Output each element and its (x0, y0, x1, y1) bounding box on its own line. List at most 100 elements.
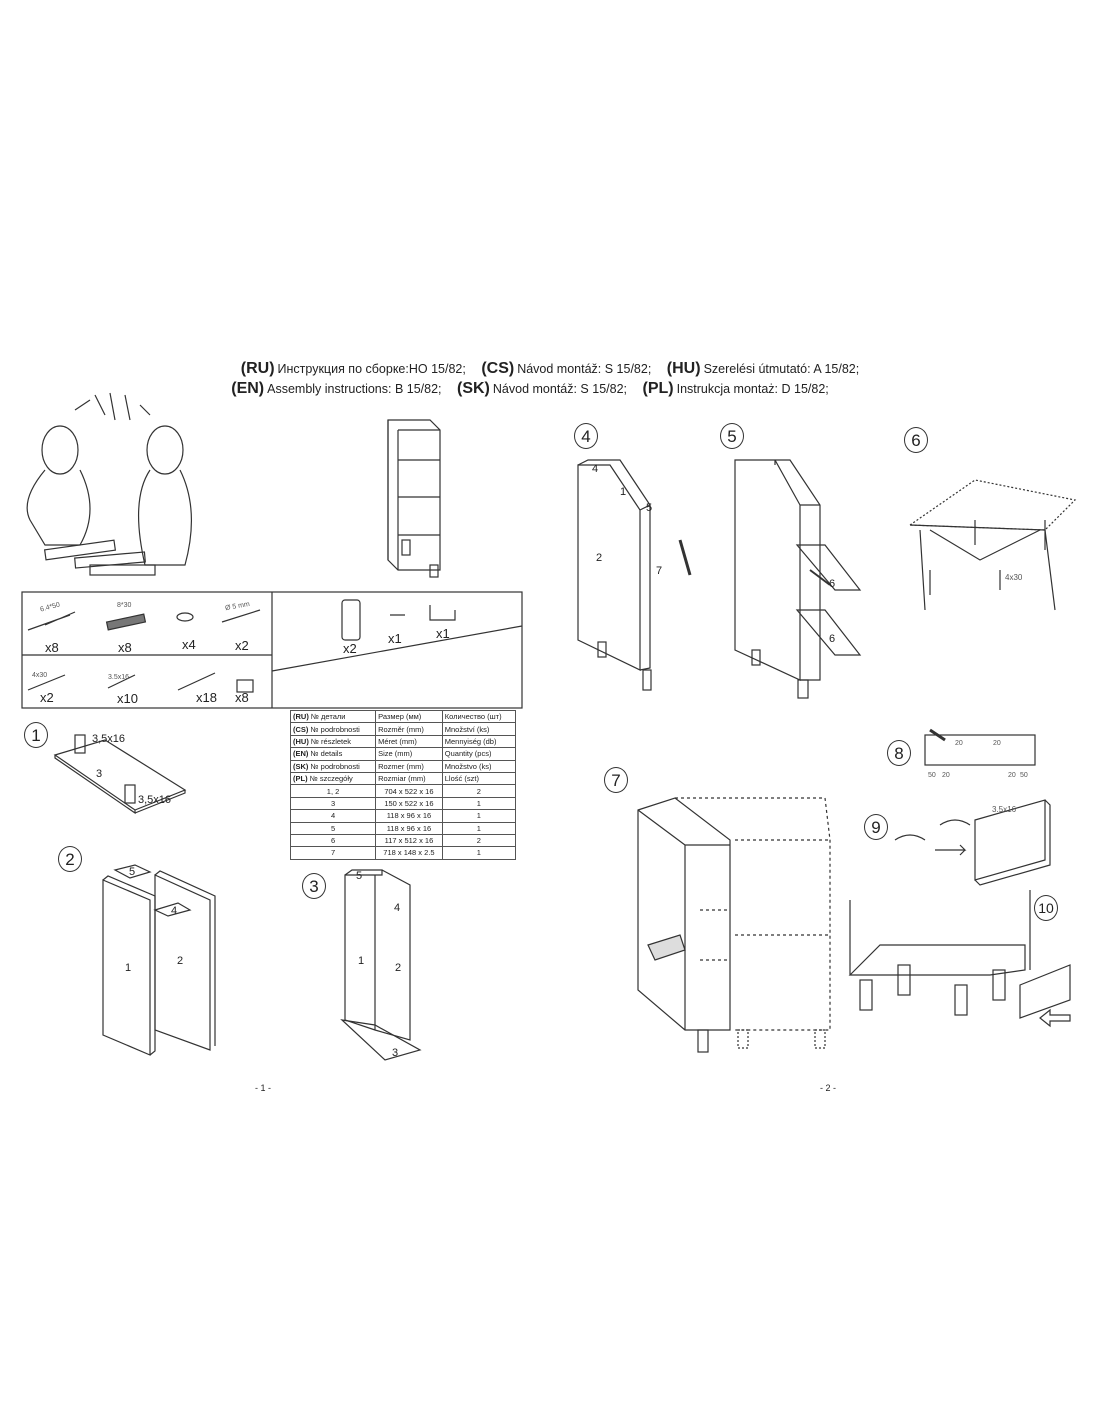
part-label: 2 (596, 552, 603, 564)
step-number: 8 (887, 740, 911, 766)
hardware-count: x1 (388, 631, 402, 646)
part-number: 7 (289, 846, 377, 860)
detail-number-header: (RU) № детали (289, 709, 377, 724)
cabinet-step4-drawing (577, 464, 641, 671)
step-number: 1 (24, 722, 48, 748)
panel-2-drawing (154, 870, 216, 1051)
part-quantity: 1 (441, 809, 517, 823)
size-header: Rozmiar (mm) (375, 771, 443, 786)
drill-icon (647, 934, 686, 961)
instruction-title: Assembly instructions: B 15/82; (267, 382, 442, 396)
cabinet-step5-drawing (734, 459, 821, 681)
step-number: 2 (58, 846, 82, 872)
part-label: 6 (829, 578, 836, 590)
dimension-label: 50 (928, 772, 936, 779)
part-label: 5 (129, 866, 136, 878)
hardware-count: x8 (45, 640, 59, 655)
hardware-size: 3.5x16 (108, 674, 130, 681)
dimension-label: 20 (1008, 772, 1016, 779)
cabinet-step7-drawing (637, 797, 731, 1031)
part-label: 4 (171, 905, 178, 917)
part-size: 118 x 96 x 16 (375, 821, 443, 835)
step-number: 9 (864, 814, 888, 840)
hardware-count: x2 (343, 641, 357, 656)
lang-code: (SK) (457, 380, 490, 397)
part-label: 5 (356, 870, 363, 882)
dimension-label: 50 (1020, 772, 1028, 779)
lang-code: (EN) (293, 749, 309, 759)
lang-code: (HU) (293, 736, 309, 746)
dimension-label: 20 (993, 740, 1001, 747)
lang-code: (EN) (231, 380, 265, 397)
step-number: 7 (604, 767, 628, 793)
quantity-header: Mennyiség (db) (441, 734, 517, 749)
arrow-icon (1039, 1008, 1071, 1028)
part-label: 3 (392, 1047, 399, 1059)
lang-code: (SK) (293, 761, 309, 771)
hardware-box (21, 591, 523, 709)
part-label: 3 (96, 768, 103, 780)
part-label: 2 (177, 955, 184, 967)
hardware-count: x4 (182, 637, 196, 652)
header-text: № детали (310, 712, 346, 722)
hardware-size: 8*30 (117, 602, 132, 609)
hardware-count: x2 (235, 638, 249, 653)
hardware-count: x8 (235, 690, 249, 705)
lang-code: (HU) (666, 360, 701, 377)
detail-number-header: (HU) № részletek (289, 734, 377, 749)
door-marking-drawing (924, 734, 1036, 766)
part-size: 118 x 96 x 16 (375, 809, 443, 823)
part-quantity: 2 (441, 833, 517, 848)
cabinet-bottom-drawing (848, 890, 1031, 976)
detail-number-header: (PL) № szczegóły (289, 771, 377, 786)
part-label: 2 (395, 962, 402, 974)
shelf-drawing (795, 544, 862, 656)
quantity-header: Quantity (pcs) (441, 747, 517, 761)
detail-number-header: (SK) № podrobnosti (289, 759, 377, 773)
part-size: 704 x 522 x 16 (375, 784, 443, 798)
part-number: 4 (289, 809, 377, 823)
screw-label: 4x30 (1005, 573, 1023, 582)
part-label: 7 (656, 565, 663, 577)
quantity-header: Количество (шт) (441, 709, 517, 724)
page-number: - 2 - (820, 1083, 837, 1093)
step-number: 10 (1034, 895, 1058, 921)
header-text: № podrobnosti (310, 761, 360, 771)
screw-label: 3,5x16 (92, 733, 126, 745)
screw-label: 3.5x16 (992, 805, 1017, 814)
title-line-1: (RU)Инструкция по сборке:HO 15/82; (CS)N… (0, 360, 1100, 378)
lang-code: (CS) (293, 724, 309, 734)
quantity-header: Množstvo (ks) (441, 759, 517, 773)
part-label: 1 (125, 962, 132, 974)
instruction-title: Инструкция по сборке:HO 15/82; (277, 362, 466, 376)
instruction-title: Návod montáž: S 15/82; (492, 382, 627, 396)
size-header: Size (mm) (375, 747, 443, 761)
detail-number-header: (CS) № podrobnosti (289, 722, 377, 736)
size-header: Rozměr (mm) (375, 722, 443, 736)
part-label: 4 (592, 463, 599, 475)
lang-code: (RU) (293, 712, 309, 722)
header-text: № részletek (310, 736, 352, 746)
screw-label: 3,5x16 (138, 794, 172, 806)
lang-code: (PL) (642, 380, 674, 397)
instruction-title: Szerelési útmutató: A 15/82; (703, 362, 860, 376)
part-quantity: 1 (441, 846, 517, 860)
hardware-count: x10 (117, 691, 138, 706)
door-drawing (974, 799, 1051, 886)
step-number: 5 (720, 423, 744, 449)
dimension-label: 20 (942, 772, 950, 779)
part-label: 1 (358, 955, 365, 967)
part-number: 3 (289, 796, 377, 811)
lang-code: (PL) (293, 774, 308, 784)
assembled-cabinet-icon (387, 419, 441, 578)
